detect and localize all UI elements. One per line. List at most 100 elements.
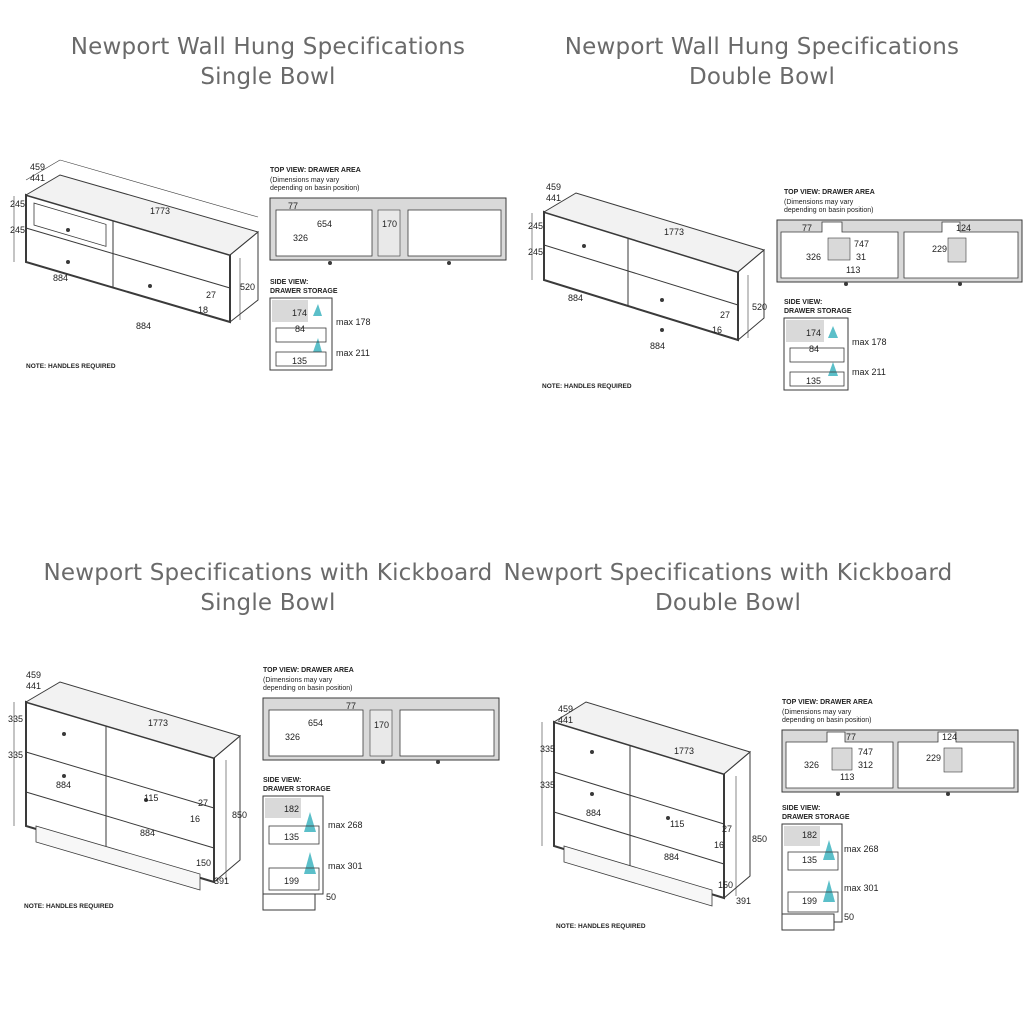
- side-dim-mid: 135: [802, 855, 817, 865]
- side-max-1: max 178: [852, 337, 887, 347]
- top-dim-right-w: 124: [956, 223, 971, 233]
- dim-depth: 459: [546, 182, 561, 192]
- top-dim-channel: 312: [858, 760, 873, 770]
- side-max-2: max 301: [328, 861, 363, 871]
- dim-drawer-w2: 884: [140, 828, 155, 838]
- top-view-heading: TOP VIEW: DRAWER AREA: [270, 167, 361, 174]
- dim-drawer-h2: 245: [528, 247, 543, 257]
- title-line-1: Newport Specifications with Kickboard: [43, 560, 493, 586]
- side-dim-low: 135: [806, 376, 821, 386]
- top-view: TOP VIEW: DRAWER AREA (Dimensions may va…: [269, 167, 507, 265]
- side-view-heading-2: DRAWER STORAGE: [270, 288, 338, 295]
- dim-kick-gap: 150: [196, 858, 211, 868]
- cabinet-isometric: [531, 192, 766, 342]
- dim-panel-thickness: 27: [206, 290, 216, 300]
- cabinet-isometric: [541, 701, 752, 907]
- top-view-note-1: (Dimensions may vary: [270, 177, 340, 184]
- panel-kick-single: Newport Specifications with Kickboard Si…: [0, 512, 512, 1024]
- title-line-2: Single Bowl: [200, 590, 336, 616]
- dim-height: 850: [232, 810, 247, 820]
- title-line-2: Double Bowl: [688, 64, 836, 90]
- top-view-note-1: (Dimensions may vary: [782, 709, 852, 716]
- top-dim-cut: 113: [846, 265, 860, 275]
- dim-height: 520: [752, 302, 767, 312]
- dim-kick-depth: 391: [736, 896, 751, 906]
- side-max-2: max 211: [852, 367, 886, 377]
- side-view-heading-2: DRAWER STORAGE: [263, 786, 331, 793]
- dim-gap: 16: [714, 840, 724, 850]
- dim-height: 850: [752, 834, 767, 844]
- dim-depth: 459: [26, 670, 41, 680]
- spec-drawing: 459 441 1773 245 245 884 884 27 18 520 N…: [10, 159, 507, 371]
- top-dim-depth: 326: [806, 252, 821, 262]
- side-dim-top: 174: [292, 308, 307, 318]
- top-view: TOP VIEW: DRAWER AREA (Dimensions may va…: [781, 699, 1019, 796]
- spec-drawing: 459 441 1773 335 335 884 884 115 27 16 8…: [8, 667, 500, 911]
- title-line-1: Newport Wall Hung Specifications: [564, 34, 960, 60]
- side-dim-low: 199: [802, 896, 817, 906]
- dim-inner-depth: 441: [30, 173, 45, 183]
- top-dim-right-d: 229: [926, 753, 941, 763]
- dim-drawer-h1: 335: [8, 714, 23, 724]
- dim-drawer-h2: 335: [540, 780, 555, 790]
- dim-drawer-w2: 884: [136, 321, 151, 331]
- top-dim-cut: 113: [840, 772, 854, 782]
- dim-drawer-h2: 335: [8, 750, 23, 760]
- top-view: TOP VIEW: DRAWER AREA (Dimensions may va…: [776, 189, 1023, 286]
- side-view-heading-1: SIDE VIEW:: [784, 299, 822, 306]
- top-dim-back: 77: [288, 201, 298, 211]
- top-dim-right-d: 229: [932, 244, 947, 254]
- side-view: SIDE VIEW: DRAWER STORAGE 174 84 135 max…: [783, 299, 887, 391]
- cabinet-isometric: [13, 681, 242, 891]
- top-dim-width: 654: [317, 219, 332, 229]
- dim-inner-depth: 441: [546, 193, 561, 203]
- dim-drawer-h2: 245: [10, 225, 25, 235]
- side-view: SIDE VIEW: DRAWER STORAGE 174 84 135 max…: [269, 279, 371, 371]
- top-dim-width: 747: [858, 747, 873, 757]
- dim-gap: 16: [190, 814, 200, 824]
- dim-drawer-w2: 884: [650, 341, 665, 351]
- dim-handle-offset: 115: [144, 793, 158, 803]
- top-view-note-1: (Dimensions may vary: [784, 199, 854, 206]
- top-dim-channel: 31: [856, 252, 866, 262]
- dim-width: 1773: [148, 718, 168, 728]
- side-kick: 50: [844, 912, 854, 922]
- side-view-heading-1: SIDE VIEW:: [270, 279, 308, 286]
- title-line-1: Newport Wall Hung Specifications: [70, 34, 466, 60]
- side-max-2: max 301: [844, 883, 879, 893]
- panel-title: Newport Wall Hung Specifications Double …: [506, 32, 1018, 92]
- top-view-note-1: (Dimensions may vary: [263, 677, 333, 684]
- side-dim-mid: 84: [809, 344, 819, 354]
- side-dim-top: 182: [802, 830, 817, 840]
- dim-panel-thickness: 27: [722, 824, 732, 834]
- side-view-heading-1: SIDE VIEW:: [782, 805, 820, 812]
- dim-gap: 16: [712, 325, 722, 335]
- dim-inner-depth: 441: [558, 715, 573, 725]
- dim-height: 520: [240, 282, 255, 292]
- dim-panel-thickness: 27: [720, 310, 730, 320]
- handles-note: NOTE: HANDLES REQUIRED: [542, 383, 632, 390]
- dim-depth: 459: [30, 162, 45, 172]
- top-dim-right-w: 124: [942, 732, 957, 742]
- title-line-2: Double Bowl: [654, 590, 802, 616]
- spec-drawing: 459 441 1773 335 335 884 884 115 27 16 8…: [540, 699, 1019, 931]
- dim-width: 1773: [664, 227, 684, 237]
- top-view-heading: TOP VIEW: DRAWER AREA: [784, 189, 875, 196]
- top-view-heading: TOP VIEW: DRAWER AREA: [782, 699, 873, 706]
- dim-width: 1773: [150, 206, 170, 216]
- dim-drawer-h1: 245: [528, 221, 543, 231]
- top-view-note-2: depending on basin position): [270, 185, 360, 192]
- top-view-note-2: depending on basin position): [784, 207, 874, 214]
- top-dim-depth: 326: [293, 233, 308, 243]
- dim-handle-offset: 115: [670, 819, 684, 829]
- panel-wall-double: Newport Wall Hung Specifications Double …: [512, 0, 1024, 512]
- top-dim-channel: 170: [374, 720, 389, 730]
- dim-drawer-w1: 884: [568, 293, 583, 303]
- top-dim-back: 77: [346, 701, 356, 711]
- side-max-1: max 178: [336, 317, 371, 327]
- dim-inner-depth: 441: [26, 681, 41, 691]
- cabinet-isometric: [13, 159, 260, 324]
- panel-title: Newport Specifications with Kickboard Do…: [472, 558, 984, 618]
- title-line-2: Single Bowl: [200, 64, 336, 90]
- dim-kick-gap: 150: [718, 880, 733, 890]
